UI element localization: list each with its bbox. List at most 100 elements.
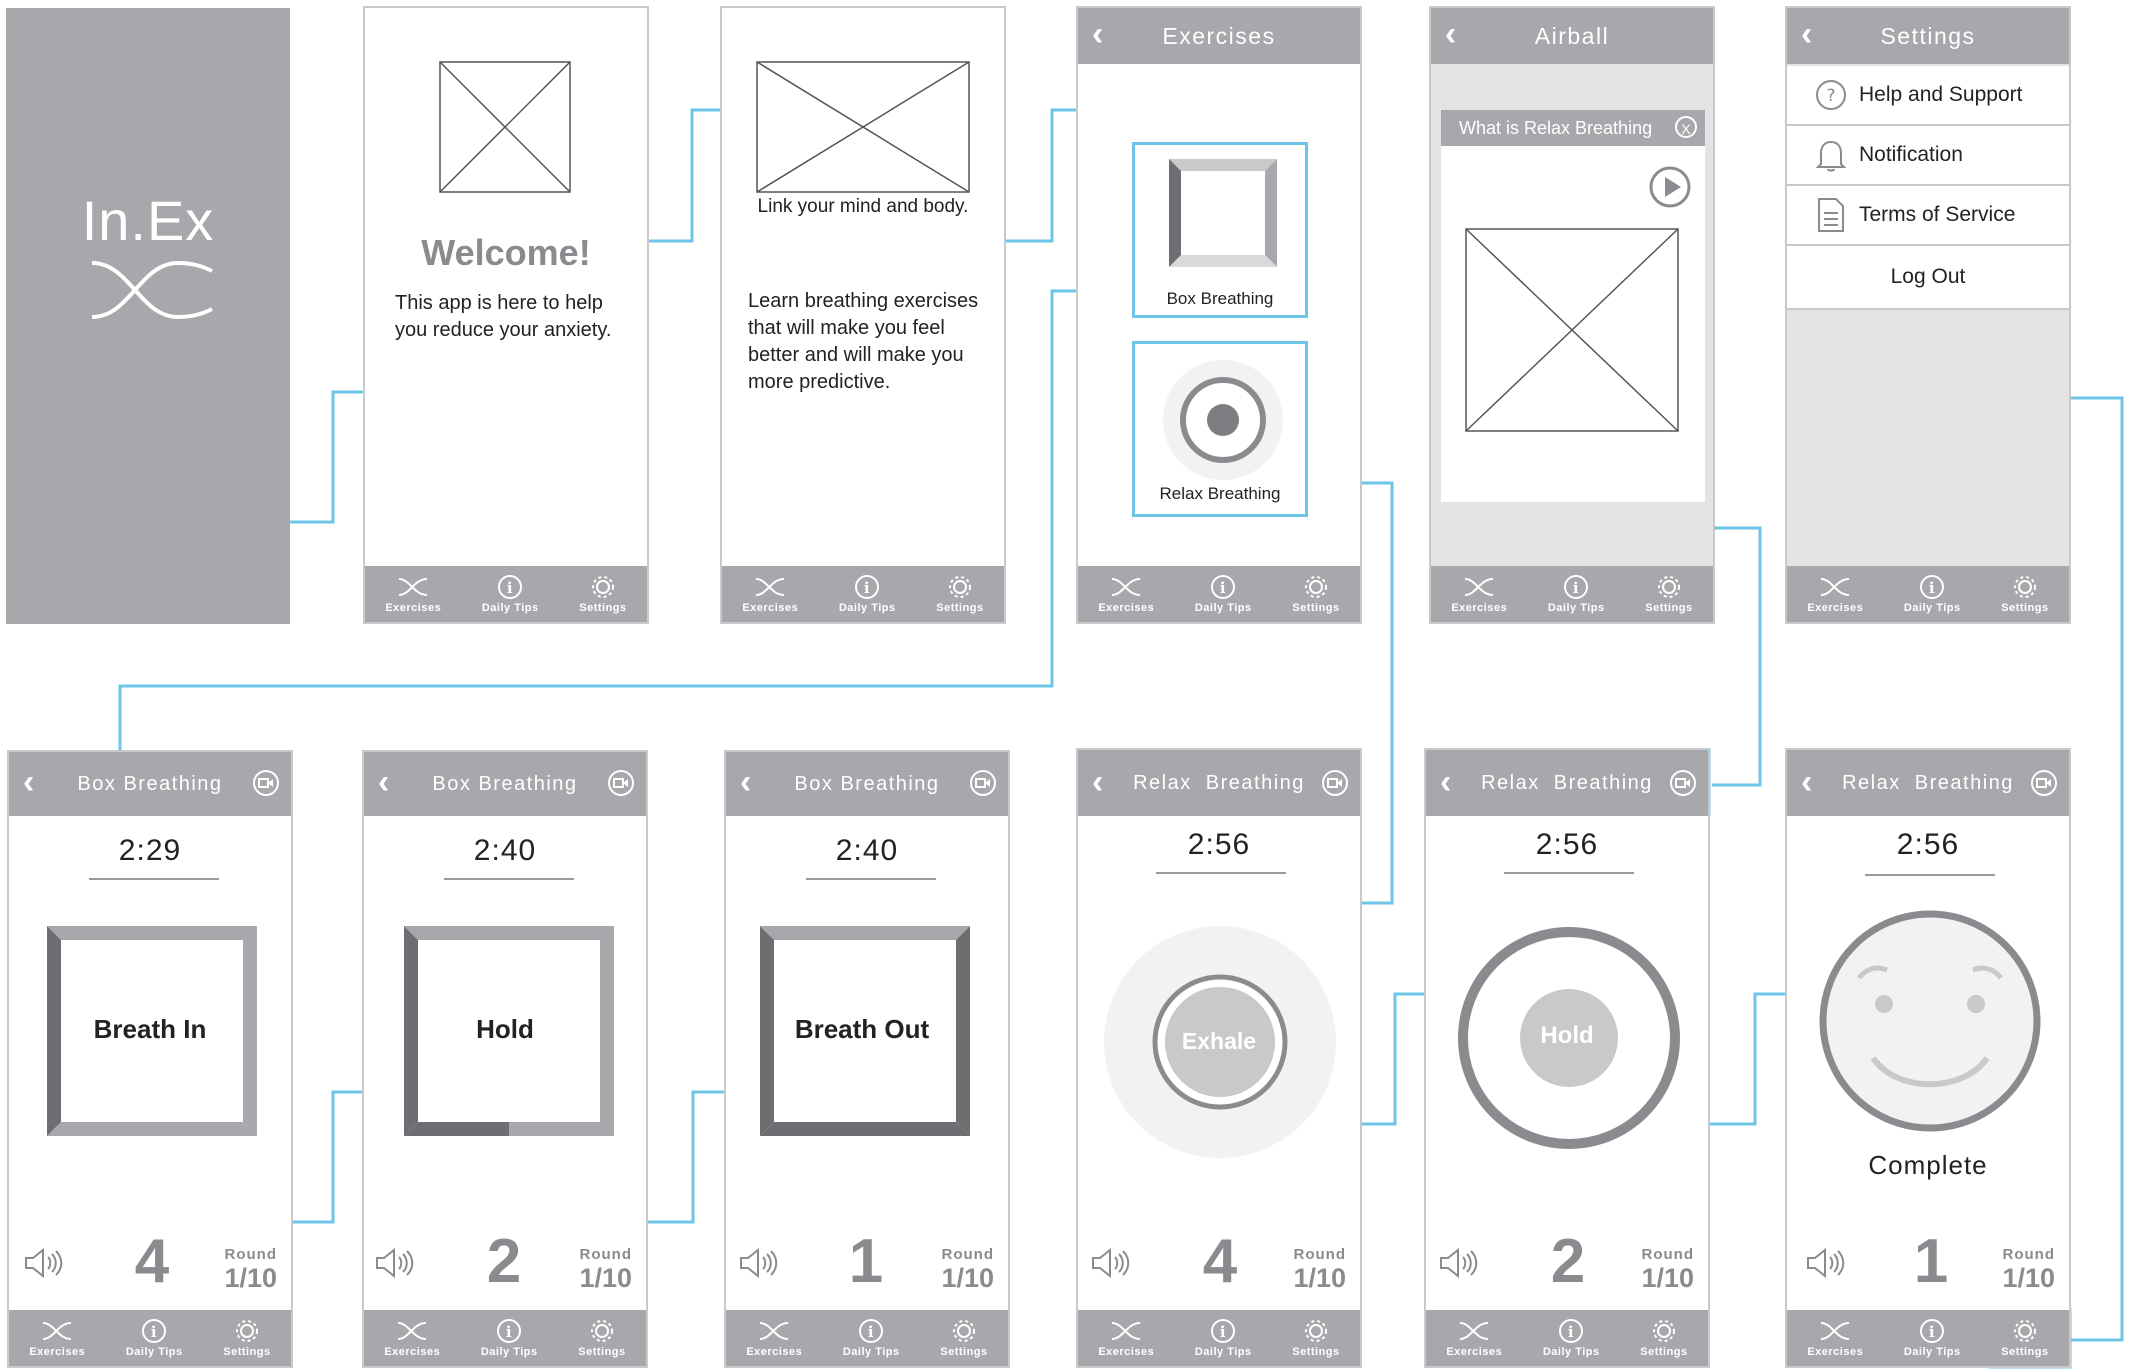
video-camera-icon[interactable]: [2031, 770, 2057, 796]
count-number: 2: [486, 1227, 522, 1296]
exercises-screen: ‹ Exercises Box Breathing Relax Breathin…: [1076, 6, 1362, 624]
tab-settings[interactable]: Settings: [1645, 574, 1692, 614]
tab-settings[interactable]: Settings: [940, 1318, 987, 1358]
svg-text:i: i: [1929, 579, 1935, 597]
back-icon[interactable]: ‹: [1801, 15, 1814, 53]
svg-text:?: ?: [1826, 86, 1835, 106]
video-camera-icon[interactable]: [1322, 770, 1348, 796]
tab-settings[interactable]: Settings: [1640, 1318, 1687, 1358]
video-camera-icon[interactable]: [970, 770, 996, 796]
speaker-icon[interactable]: [738, 1246, 780, 1280]
tab-exercises[interactable]: Exercises: [1098, 574, 1154, 614]
back-icon[interactable]: ‹: [378, 763, 391, 801]
info-icon: i: [855, 575, 880, 599]
back-icon[interactable]: ‹: [1440, 763, 1453, 801]
welcome-body: This app is here to help you reduce your…: [395, 292, 612, 341]
tab-exercises[interactable]: Exercises: [29, 1318, 85, 1358]
gear-icon: [591, 576, 614, 598]
question-icon: ?: [1816, 80, 1846, 110]
play-icon[interactable]: [1649, 166, 1691, 208]
back-icon[interactable]: ‹: [23, 763, 36, 801]
speaker-icon[interactable]: [374, 1246, 416, 1280]
settings-item-logout[interactable]: Log Out: [1787, 246, 2069, 310]
round-indicator: Round 1/10: [1641, 1246, 1694, 1294]
round-indicator: Round 1/10: [2002, 1246, 2055, 1294]
tab-settings[interactable]: Settings: [2001, 1318, 2048, 1358]
tab-settings[interactable]: Settings: [223, 1318, 270, 1358]
phase-label: Hold: [476, 1014, 534, 1044]
timer-underline: [1865, 874, 1995, 876]
back-icon[interactable]: ‹: [1445, 15, 1458, 53]
tab-settings[interactable]: Settings: [1292, 1318, 1339, 1358]
settings-item-notification[interactable]: Notification: [1787, 126, 2069, 186]
document-icon: [1818, 198, 1844, 232]
page-title: Box Breathing: [794, 772, 940, 795]
info-icon: i: [1920, 575, 1945, 599]
close-icon[interactable]: X: [1675, 116, 1697, 138]
page-title: Relax Breathing: [1133, 771, 1305, 794]
popup-header: What is Relax Breathing: [1441, 110, 1705, 146]
tab-exercises[interactable]: Exercises: [1807, 574, 1863, 614]
svg-text:i: i: [864, 579, 870, 597]
tab-settings[interactable]: Settings: [1292, 574, 1339, 614]
speaker-icon[interactable]: [1805, 1246, 1847, 1280]
gear-icon: [1304, 1320, 1327, 1342]
tab-exercises[interactable]: Exercises: [385, 574, 441, 614]
timer: 2:29: [118, 834, 182, 867]
tab-exercises[interactable]: Exercises: [746, 1318, 802, 1358]
svg-text:i: i: [868, 1323, 874, 1341]
onboarding-caption: Link your mind and body.: [757, 196, 969, 217]
tab-settings[interactable]: Settings: [578, 1318, 625, 1358]
header: ‹ Airball: [1431, 8, 1713, 64]
info-icon: i: [498, 575, 523, 599]
speaker-icon[interactable]: [23, 1246, 65, 1280]
page-title: Settings: [1880, 22, 1976, 49]
back-icon[interactable]: ‹: [1092, 15, 1105, 53]
speaker-icon[interactable]: [1438, 1246, 1480, 1280]
video-camera-icon[interactable]: [608, 770, 634, 796]
phase-label: Hold: [1540, 1022, 1594, 1049]
back-icon[interactable]: ‹: [1092, 763, 1105, 801]
round-label: Round: [2002, 1246, 2055, 1263]
video-camera-icon[interactable]: [1670, 770, 1696, 796]
tab-exercises[interactable]: Exercises: [384, 1318, 440, 1358]
tab-exercises[interactable]: Exercises: [1807, 1318, 1863, 1358]
header: ‹ Exercises: [1078, 8, 1360, 64]
breathing-box-graphic: [760, 926, 970, 1136]
round-value: 1/10: [1641, 1263, 1694, 1293]
tab-settings[interactable]: Settings: [579, 574, 626, 614]
tab-settings[interactable]: Settings: [936, 574, 983, 614]
tab-settings[interactable]: Settings: [2001, 574, 2048, 614]
video-camera-icon[interactable]: [253, 770, 279, 796]
tab-exercises[interactable]: Exercises: [1446, 1318, 1502, 1358]
breathing-box-graphic: [47, 926, 257, 1136]
tab-exercises[interactable]: Exercises: [742, 574, 798, 614]
settings-item-help[interactable]: ? Help and Support: [1787, 66, 2069, 126]
relax-breathing-card[interactable]: Relax Breathing: [1132, 341, 1308, 517]
wave-icon: [756, 578, 785, 596]
back-icon[interactable]: ‹: [740, 763, 753, 801]
box-breathing-card[interactable]: Box Breathing: [1132, 142, 1308, 318]
settings-item-terms[interactable]: Terms of Service: [1787, 186, 2069, 246]
tab-exercises[interactable]: Exercises: [1451, 574, 1507, 614]
speaker-icon[interactable]: [1090, 1246, 1132, 1280]
tab-exercises[interactable]: Exercises: [1098, 1318, 1154, 1358]
back-icon[interactable]: ‹: [1801, 763, 1814, 801]
